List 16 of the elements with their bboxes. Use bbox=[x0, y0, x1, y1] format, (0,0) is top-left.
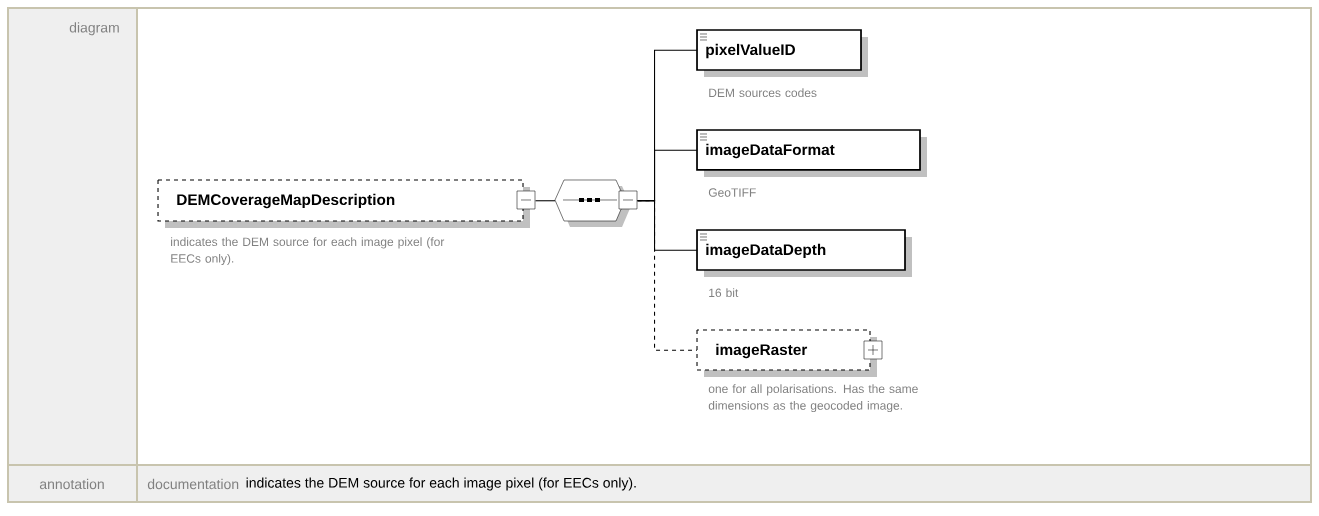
element-box: DEMCoverageMapDescription bbox=[157, 179, 536, 228]
element-box: imageDataDepth bbox=[696, 229, 912, 277]
element-box: imageRaster bbox=[696, 329, 883, 377]
annotation-text: indicates the DEM source for each image pixel (for EECs only). bbox=[171, 237, 445, 266]
documentation-text: indicates the DEM source for each image pixel (for EECs only). bbox=[246, 477, 636, 491]
element-box: imageDataFormat bbox=[696, 129, 927, 177]
property-name: documentation bbox=[147, 478, 239, 490]
annotation-text: one for all polarisations. Has the same dimensions as the geocoded image. bbox=[708, 384, 918, 413]
row-header: annotation bbox=[39, 478, 104, 490]
sequence-symbol bbox=[554, 179, 638, 227]
annotation-text: GeoTIFF bbox=[708, 188, 756, 197]
element-box: pixelValueID bbox=[696, 29, 868, 77]
connector-line bbox=[535, 200, 556, 202]
annotation-text: 16 bit bbox=[709, 288, 739, 298]
row-header: diagram bbox=[69, 22, 119, 36]
annotation-text: DEM sources codes bbox=[709, 88, 817, 98]
